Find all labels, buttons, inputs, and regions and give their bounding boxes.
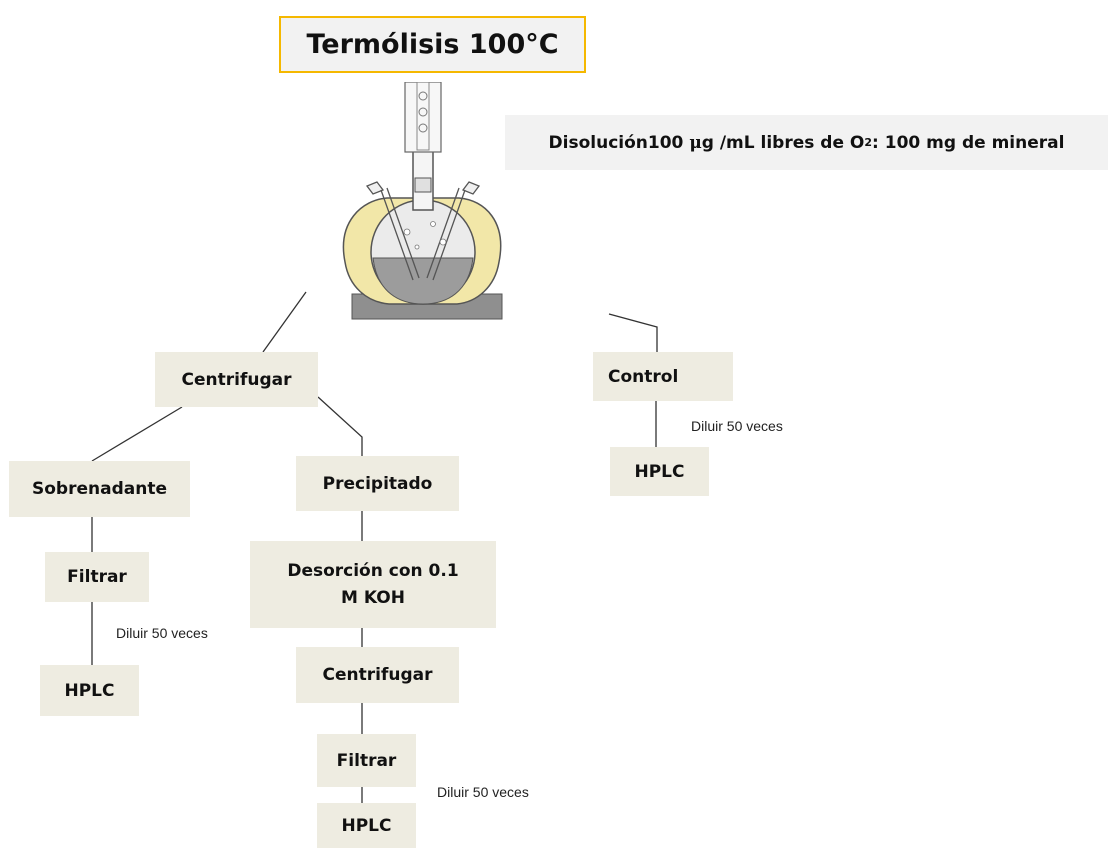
node-control: Control xyxy=(593,352,733,401)
micro-symbol: μ xyxy=(689,132,702,153)
node-precipitado-label: Precipitado xyxy=(322,473,433,494)
connector-flask-centrifugar xyxy=(262,291,307,353)
node-centrifugar-1: Centrifugar xyxy=(155,352,318,407)
node-sobrenadante: Sobrenadante xyxy=(9,461,190,517)
diagram-title: Termólisis 100°C xyxy=(306,29,559,60)
node-hplc-precipitado: HPLC xyxy=(317,803,416,848)
connector-flask-control xyxy=(608,313,658,352)
node-hplc-control-label: HPLC xyxy=(634,461,685,482)
node-control-label: Control xyxy=(608,366,679,387)
node-desorcion: Desorción con 0.1 M KOH xyxy=(250,541,496,628)
reaction-flask-heating-mantle-icon xyxy=(342,82,503,320)
node-hplc-sobrenadante-label: HPLC xyxy=(64,680,115,701)
title-box: Termólisis 100°C xyxy=(279,16,586,73)
node-precipitado: Precipitado xyxy=(296,456,459,511)
solution-info-middle: g /mL libres de O xyxy=(701,132,865,153)
connector-centrifugar-precipitado xyxy=(317,396,363,456)
node-hplc-precipitado-label: HPLC xyxy=(341,815,392,836)
connector-centrifugar-sobrenadante xyxy=(91,406,183,462)
dilution-note-control: Diluir 50 veces xyxy=(691,418,783,434)
node-hplc-sobrenadante: HPLC xyxy=(40,665,139,716)
node-centrifugar-2: Centrifugar xyxy=(296,647,459,703)
solution-info-prefix: Disolución100 xyxy=(548,132,690,153)
node-filtrar-2-label: Filtrar xyxy=(336,750,397,771)
dilution-note-sobrenadante: Diluir 50 veces xyxy=(116,625,208,641)
node-filtrar-1: Filtrar xyxy=(45,552,149,602)
node-sobrenadante-label: Sobrenadante xyxy=(32,479,167,499)
node-centrifugar-1-label: Centrifugar xyxy=(181,369,292,390)
node-desorcion-label: Desorción con 0.1 M KOH xyxy=(287,561,459,608)
dilution-note-precipitado: Diluir 50 veces xyxy=(437,784,529,800)
solution-info-suffix: : 100 mg de mineral xyxy=(872,132,1065,153)
node-hplc-control: HPLC xyxy=(610,447,709,496)
oxygen-subscript: 2 xyxy=(864,136,873,149)
node-centrifugar-2-label: Centrifugar xyxy=(322,665,433,685)
node-filtrar-2: Filtrar xyxy=(317,734,416,787)
node-filtrar-1-label: Filtrar xyxy=(67,567,127,587)
